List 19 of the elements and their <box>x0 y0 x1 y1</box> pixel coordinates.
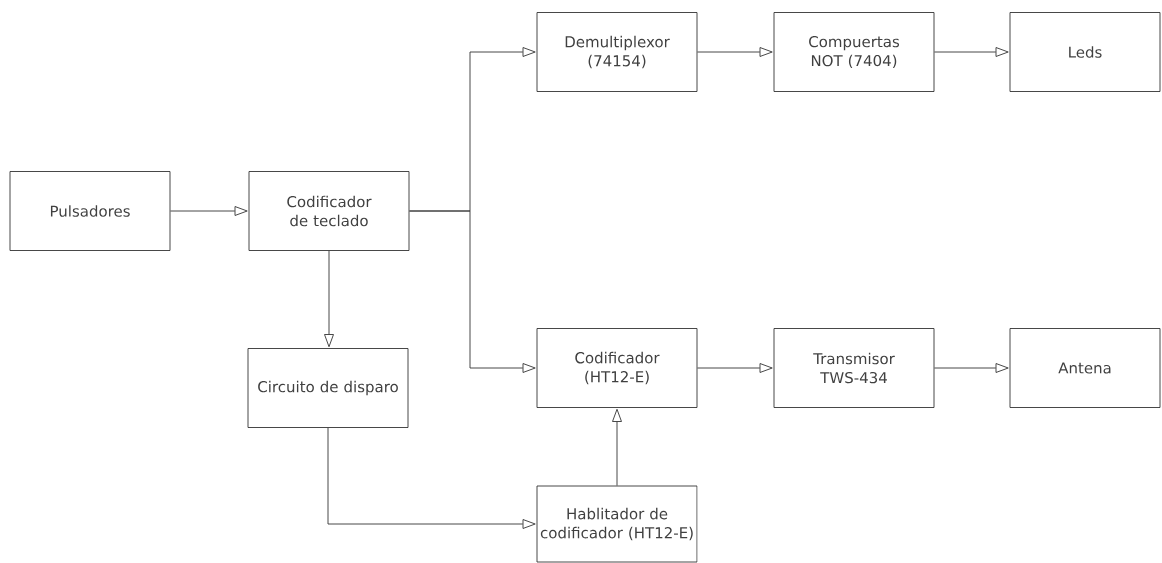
arrow <box>324 250 334 348</box>
block-box: Pulsadores <box>9 171 171 251</box>
arrow <box>697 47 773 57</box>
block-box: Circuito de disparo <box>247 348 409 428</box>
block-box: Leds <box>1009 12 1161 92</box>
block-box: Antena <box>1009 328 1161 408</box>
arrow <box>612 408 622 486</box>
block-box: Codificador de teclado <box>248 171 410 251</box>
block-box: Compuertas NOT (7404) <box>773 12 935 92</box>
block-box: Codificador (HT12-E) <box>536 328 698 408</box>
arrow <box>697 363 773 373</box>
block-box: Transmisor TWS-434 <box>773 328 935 408</box>
arrow <box>327 427 536 529</box>
arrow <box>934 47 1009 57</box>
arrow <box>409 210 536 373</box>
arrow <box>170 206 248 216</box>
block-box: Demultiplexor (74154) <box>536 12 698 92</box>
block-box: Hablitador de codificador (HT12-E) <box>536 485 698 563</box>
arrow <box>934 363 1009 373</box>
